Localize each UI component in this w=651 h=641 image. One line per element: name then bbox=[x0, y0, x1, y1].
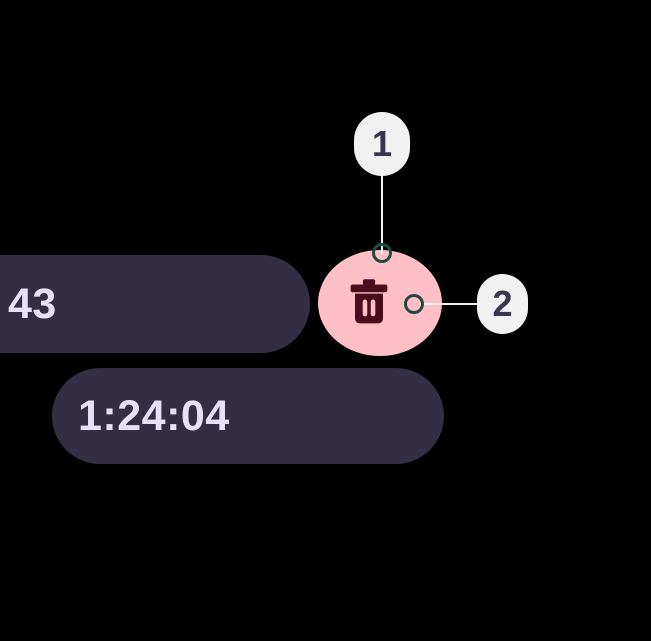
timeline-clip-duration[interactable]: 1:24:04 bbox=[52, 368, 444, 464]
step-badge-2-label: 2 bbox=[492, 283, 513, 324]
anchor-handle-top[interactable] bbox=[372, 243, 392, 263]
timeline-clip-duration-label: 1:24:04 bbox=[78, 391, 230, 440]
trash-icon bbox=[350, 279, 388, 324]
connector-line-step-2 bbox=[420, 303, 482, 305]
step-badge-1[interactable]: 1 bbox=[354, 112, 410, 176]
connector-line-step-1 bbox=[381, 172, 383, 254]
timeline-clip-count[interactable]: 43 bbox=[0, 255, 310, 353]
step-badge-2[interactable]: 2 bbox=[477, 274, 528, 334]
timeline-clip-count-label: 43 bbox=[8, 279, 57, 328]
anchor-handle-right[interactable] bbox=[404, 294, 424, 314]
step-badge-1-label: 1 bbox=[371, 123, 393, 164]
